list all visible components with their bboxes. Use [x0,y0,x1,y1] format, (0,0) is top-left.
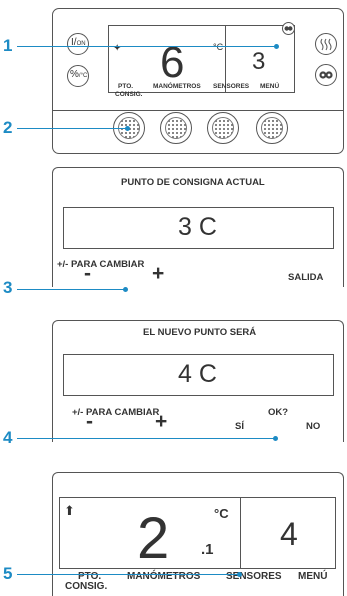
callout-dot-3 [123,287,128,292]
label-pto: PTO. [78,571,102,582]
display-divider [225,26,227,92]
label-menu: MENÚ [298,571,328,582]
label-sensores: SENSORES [213,83,250,90]
current-setpoint-display [63,207,334,249]
ok-label: OK? [268,407,289,418]
callout-line-5 [17,574,239,576]
gauges-button[interactable] [160,112,192,144]
percent-icon[interactable]: %/°C [67,65,89,87]
main-display-divider [240,498,242,568]
plus-label: + [152,262,165,285]
callout-4: 4 [3,428,13,447]
new-setpoint-value: 4 C [178,360,217,388]
up-arrow-icon: ⬆ [64,503,75,518]
defrost-icon[interactable] [315,33,337,55]
label-menu: MENÚ [260,83,280,90]
up-arrow-icon: ✦ [113,43,122,54]
label-manometros: MANÓMETROS [153,83,201,90]
eyes-icon[interactable] [315,64,337,86]
callout-3: 3 [3,278,13,297]
label-consig: CONSIG. [65,581,108,592]
callout-dot-2 [125,126,130,131]
plus-label: + [155,410,168,433]
callout-line-3 [17,289,125,291]
change-label: +/- PARA CAMBIAR [72,407,160,418]
callout-line-4 [17,438,275,440]
label-pto: PTO. [118,83,134,90]
callout-dot-1 [274,44,279,49]
right-value: 4 [280,516,298,552]
new-setpoint-display [63,354,334,396]
label-sensores: SENSORES [226,571,282,582]
main-display-screen [59,497,336,569]
callout-5: 5 [3,564,13,583]
menu-button[interactable] [256,112,288,144]
callout-2: 2 [3,118,13,137]
change-label: +/- PARA CAMBIAR [57,259,145,270]
display-screen [108,25,295,93]
no-label: NO [306,421,321,432]
panel-divider [53,110,343,112]
sensors-button[interactable] [207,112,239,144]
callout-line-2 [17,128,127,130]
eyes-small-icon [282,22,295,35]
main-temp-value: 2 [137,506,170,571]
right-value: 3 [252,48,266,75]
callout-1: 1 [3,36,13,55]
minus-label: - [84,262,91,285]
current-setpoint-value: 3 C [178,213,217,241]
callout-dot-5 [237,572,242,577]
callout-dot-4 [273,436,278,441]
label-manometros: MANÓMETROS [127,571,201,582]
new-setpoint-title: EL NUEVO PUNTO SERÁ [143,327,257,338]
unit-label: °C [214,506,229,521]
label-consig: CONSIG. [115,91,143,98]
yes-label: SÍ [235,421,244,432]
on-off-icon[interactable]: I/ON [67,33,89,55]
exit-label: SALIDA [288,272,324,283]
decimal-value: .1 [201,541,214,558]
current-setpoint-title: PUNTO DE CONSIGNA ACTUAL [121,177,265,188]
minus-label: - [86,410,93,433]
callout-line-1 [17,46,277,48]
